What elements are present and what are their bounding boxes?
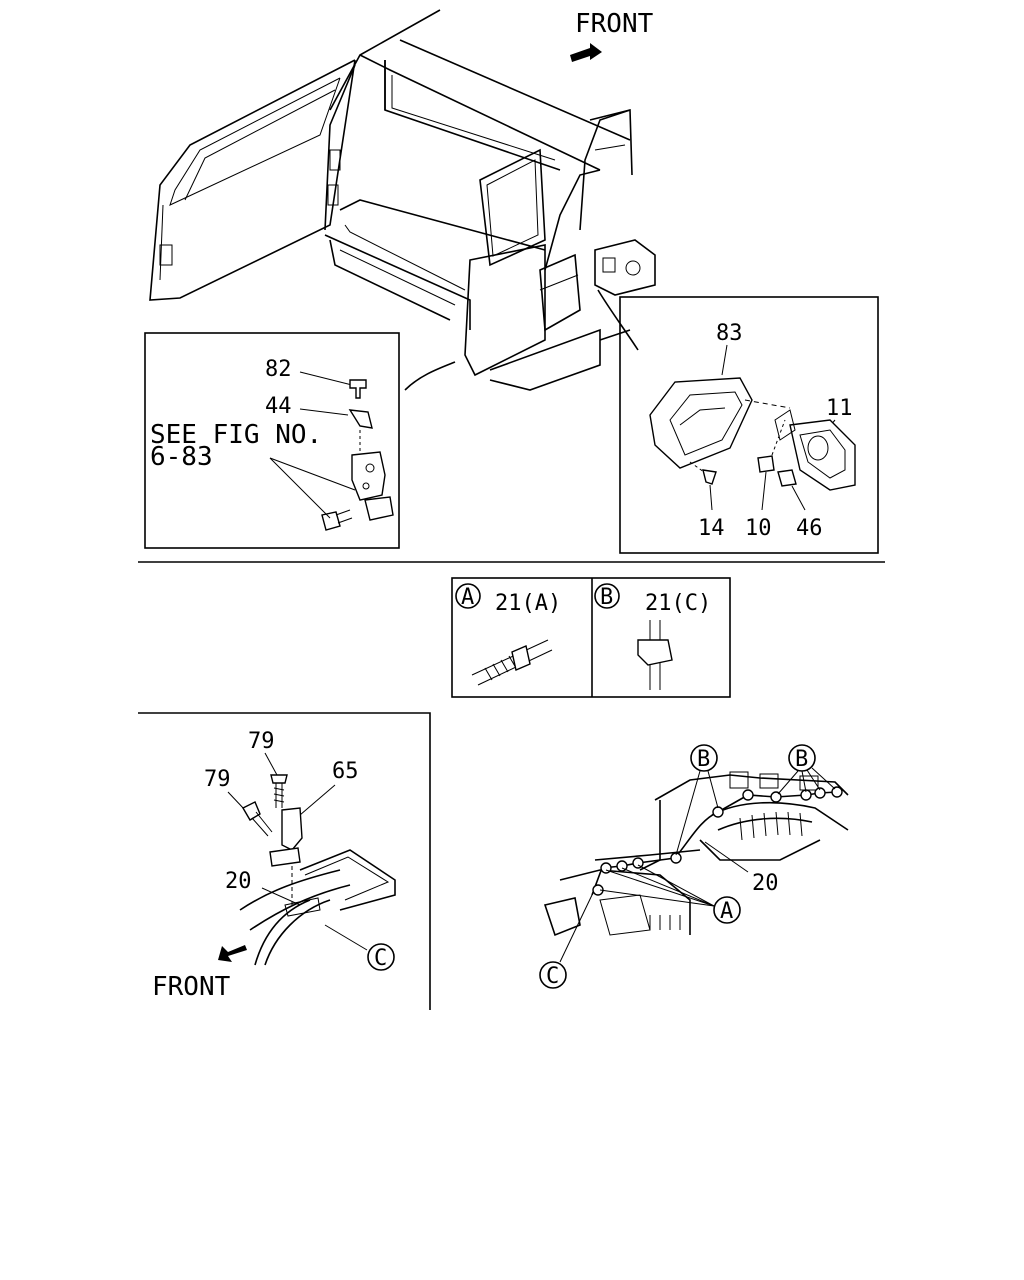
callout-82: 82 bbox=[265, 357, 292, 382]
see-fig-line1: SEE FIG NO. bbox=[150, 420, 322, 450]
callout-83: 83 bbox=[716, 321, 743, 346]
callout-44: 44 bbox=[265, 394, 292, 419]
b-marker-1: B bbox=[697, 747, 710, 772]
callout-65: 65 bbox=[332, 759, 359, 784]
callout-79b: 79 bbox=[204, 767, 231, 792]
front-indicator-top: FRONT bbox=[570, 9, 654, 62]
front-arrow-icon-bottom bbox=[218, 945, 247, 962]
clip-a-marker: A bbox=[461, 585, 474, 610]
inset-latch: 82 44 SEE FIG NO. 6-83 bbox=[144, 332, 400, 549]
see-fig-line2: 6-83 bbox=[150, 442, 213, 472]
callout-14: 14 bbox=[698, 516, 725, 541]
clip-b-label: 21(C) bbox=[645, 591, 711, 616]
inset-fuel-lid: 83 11 14 10 46 bbox=[619, 296, 879, 554]
c-marker-right: C bbox=[546, 964, 559, 989]
clip-b-marker: B bbox=[600, 585, 613, 610]
harness-clips bbox=[592, 786, 843, 896]
callout-79a: 79 bbox=[248, 729, 275, 754]
vehicle-rear-view bbox=[149, 9, 656, 391]
callout-11: 11 bbox=[826, 396, 853, 421]
clip-a-label: 21(A) bbox=[495, 591, 561, 616]
callout-20-right: 20 bbox=[752, 871, 779, 896]
clip-detail: A 21(A) B 21(C) bbox=[451, 577, 731, 698]
b-marker-2: B bbox=[795, 747, 808, 772]
c-marker-left: C bbox=[374, 946, 387, 971]
callout-46: 46 bbox=[796, 516, 823, 541]
bottom-left-detail: 79 79 65 20 C FRONT bbox=[138, 712, 431, 1010]
a-marker: A bbox=[720, 899, 733, 924]
front-arrow-icon bbox=[570, 43, 602, 62]
callout-20-left: 20 bbox=[225, 869, 252, 894]
callout-10: 10 bbox=[745, 516, 772, 541]
front-label-bottom: FRONT bbox=[152, 972, 231, 1002]
front-label-top: FRONT bbox=[575, 9, 654, 39]
bottom-right-detail: B B A 20 C bbox=[539, 744, 849, 989]
